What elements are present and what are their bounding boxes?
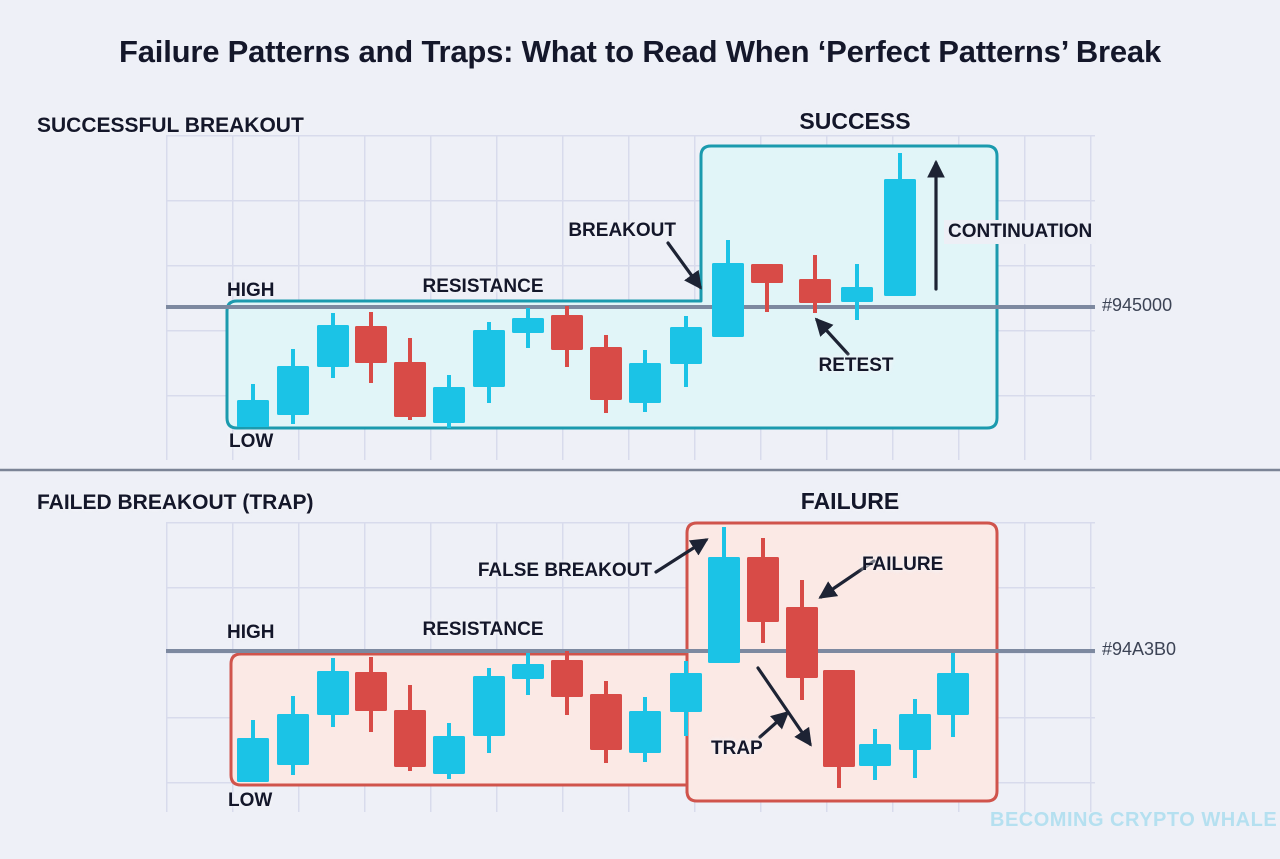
page-title: Failure Patterns and Traps: What to Read…: [119, 34, 1161, 69]
top-resistance-label: RESISTANCE: [422, 276, 544, 297]
retest-label: RETEST: [818, 355, 894, 376]
top-chart-candles: [237, 153, 945, 428]
bottom-low-label: LOW: [228, 790, 273, 811]
bottom-chart-heading: FAILED BREAKOUT (TRAP): [37, 491, 314, 514]
breakout-label: BREAKOUT: [568, 220, 676, 241]
top-level-value: #945000: [1102, 295, 1173, 315]
bottom-chart-candles: [237, 527, 969, 788]
bottom-high-label: HIGH: [227, 622, 275, 643]
failure-title-label: FAILURE: [800, 488, 900, 514]
bottom-resistance-label: RESISTANCE: [422, 619, 544, 640]
top-low-label: LOW: [229, 431, 274, 452]
false-breakout-label: FALSE BREAKOUT: [477, 560, 652, 581]
top-high-label: HIGH: [227, 280, 275, 301]
bottom-level-value: #94A3B0: [1102, 639, 1177, 659]
success-zone-box: [225, 144, 999, 430]
failure-label: FAILURE: [862, 554, 944, 575]
top-chart-heading: SUCCESSFUL BREAKOUT: [37, 114, 304, 137]
continuation-label: CONTINUATION: [944, 220, 1097, 244]
watermark: BECOMING CRYPTO WHALE: [990, 809, 1278, 831]
trap-label: TRAP: [711, 738, 763, 759]
success-label: SUCCESS: [799, 108, 911, 134]
